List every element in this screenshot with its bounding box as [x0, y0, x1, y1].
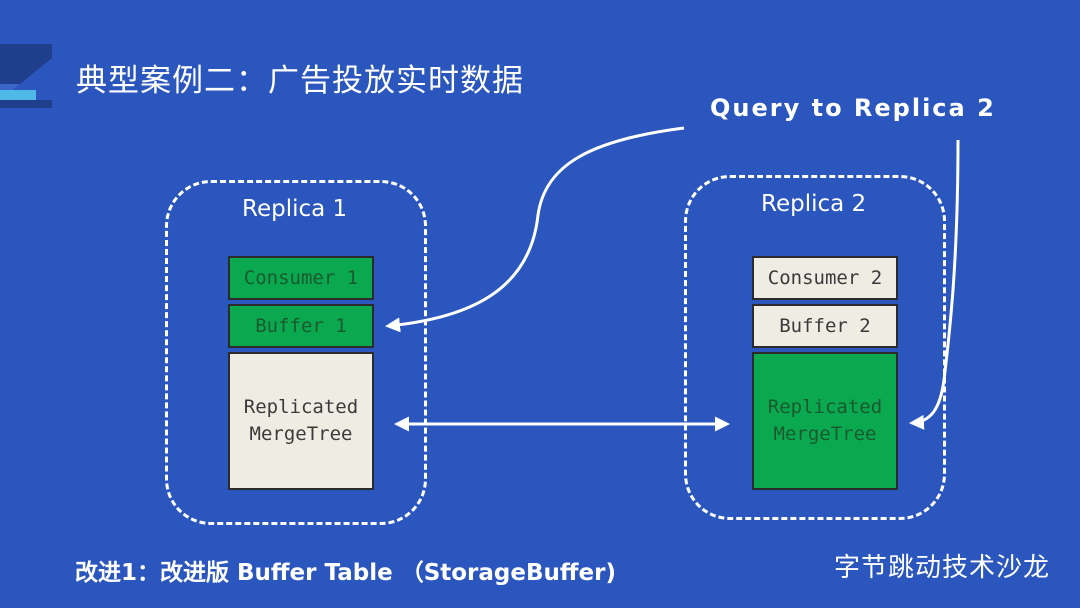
replica-1-merge-tree: Replicated MergeTree [228, 352, 374, 490]
footer-caption: 改进1：改进版 Buffer Table （StorageBuffer) [75, 560, 616, 586]
replica-1-buffer: Buffer 1 [228, 304, 374, 348]
footer-brand: 字节跳动技术沙龙 [834, 553, 1051, 583]
replica-1-consumer: Consumer 1 [228, 256, 374, 300]
replica-2-tree-line-1: Replicated [767, 396, 883, 419]
replica-1-tree-line-1: Replicated [243, 396, 359, 419]
logo-icon [0, 44, 52, 108]
replica-1-title: Replica 1 [242, 196, 348, 222]
replica-2-tree-line-2: MergeTree [773, 423, 877, 445]
replica-2-title: Replica 2 [761, 191, 867, 217]
replica-1-container [165, 180, 427, 525]
slide-title: 典型案例二：广告投放实时数据 [76, 63, 524, 99]
query-to-replica-2-arrow [909, 139, 960, 430]
replica-2-consumer: Consumer 2 [752, 256, 898, 300]
replica-2-buffer: Buffer 2 [752, 304, 898, 348]
replica-1-tree-line-2: MergeTree [249, 423, 353, 445]
replica-2-merge-tree: Replicated MergeTree [752, 352, 898, 490]
query-label: Query to Replica 2 [710, 94, 996, 122]
replica-2-container [684, 175, 946, 520]
query-to-buffer-1-arrow [385, 126, 685, 333]
